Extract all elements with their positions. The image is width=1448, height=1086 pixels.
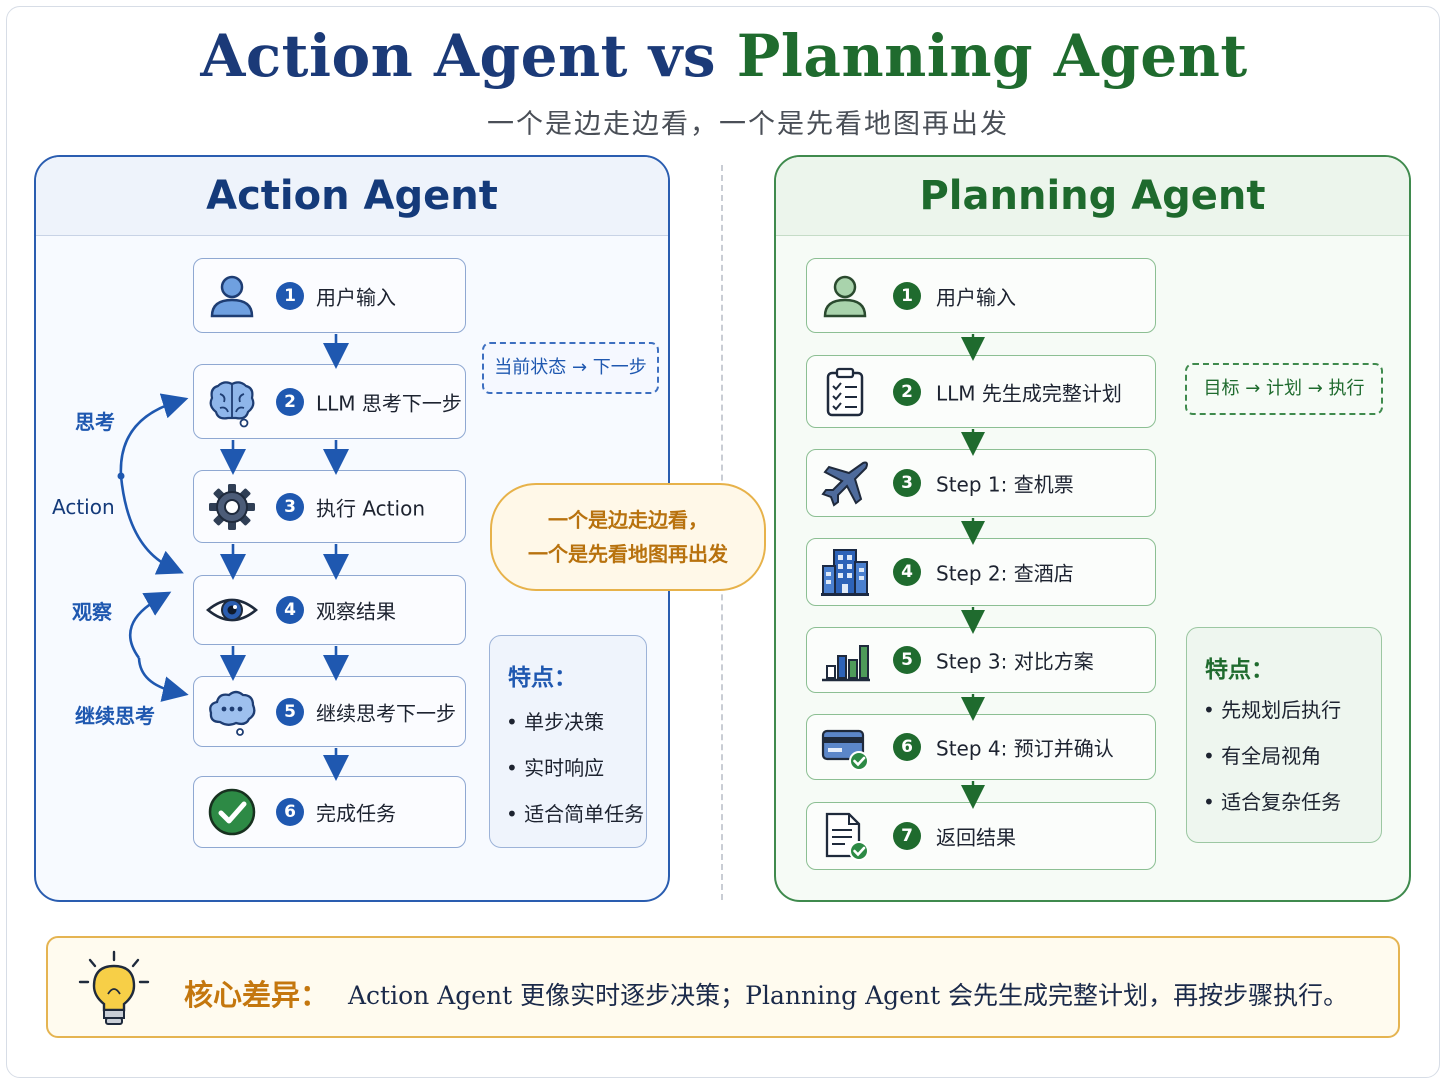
step-number: 3 <box>276 492 304 521</box>
step-number: 5 <box>893 646 921 674</box>
feature-item: • 实时响应 <box>506 756 605 780</box>
planning-step-2: 2 LLM 先生成完整计划 <box>806 355 1156 428</box>
feature-item: • 单步决策 <box>506 710 605 734</box>
action-panel-header: Action Agent <box>36 157 668 236</box>
planning-goal-tag: 目标 → 计划 → 执行 <box>1185 363 1383 415</box>
planning-features-box: 特点： • 先规划后执行 • 有全局视角 • 适合复杂任务 <box>1186 627 1382 843</box>
loop-label-think: 思考 <box>75 410 115 434</box>
step-label: Step 2: 查酒店 <box>936 561 1074 586</box>
lightbulb-icon <box>78 950 150 1025</box>
credit-card-check-icon <box>821 729 869 771</box>
action-step-3: 3 执行 Action <box>193 470 466 543</box>
core-difference-text: Action Agent 更像实时逐步决策；Planning Agent 会先生… <box>348 981 1349 1010</box>
step-label: LLM 思考下一步 <box>316 391 462 415</box>
step-label: 执行 Action <box>316 496 425 520</box>
title-action: Action Agent <box>200 22 628 90</box>
core-difference-heading: 核心差异： <box>184 978 330 1012</box>
step-label: 继续思考下一步 <box>316 701 456 725</box>
title-vs: vs <box>648 22 717 90</box>
action-step-6: 6 完成任务 <box>193 776 466 848</box>
step-number: 1 <box>893 281 921 310</box>
feature-item: • 有全局视角 <box>1203 744 1322 768</box>
bar-chart-icon <box>822 645 870 682</box>
feature-item: • 适合简单任务 <box>506 802 645 826</box>
step-number: 6 <box>893 733 921 761</box>
core-difference-box: 核心差异： Action Agent 更像实时逐步决策；Planning Age… <box>46 936 1400 1038</box>
user-icon <box>210 275 254 317</box>
planning-step-5: 5 Step 3: 对比方案 <box>806 627 1156 693</box>
center-note-line1: 一个是边走边看， <box>548 508 708 532</box>
step-label: 观察结果 <box>316 599 396 624</box>
step-number: 2 <box>893 377 921 406</box>
planning-panel-title: Planning Agent <box>919 173 1266 219</box>
step-number: 4 <box>893 558 921 586</box>
loop-junction-dot <box>117 472 125 480</box>
step-number: 3 <box>893 469 921 497</box>
action-down-arrows <box>220 334 349 781</box>
action-features-box: 特点： • 单步决策 • 实时响应 • 适合简单任务 <box>489 635 647 848</box>
step-number: 7 <box>893 822 921 850</box>
brain-icon <box>209 380 255 427</box>
step-label: 用户输入 <box>936 285 1016 309</box>
document-check-icon <box>825 812 869 861</box>
step-label: 用户输入 <box>316 285 396 309</box>
step-label: 完成任务 <box>316 801 396 826</box>
action-panel-title: Action Agent <box>206 173 498 219</box>
action-step-4: 4 观察结果 <box>193 575 466 645</box>
action-loop-arrows <box>119 393 189 702</box>
action-step-1: 1 用户输入 <box>193 258 466 333</box>
center-note-line2: 一个是先看地图再出发 <box>528 542 728 566</box>
planning-panel-header: Planning Agent <box>776 157 1409 236</box>
step-label: 返回结果 <box>936 825 1016 850</box>
step-label: Step 3: 对比方案 <box>936 649 1094 674</box>
gear-icon <box>209 483 255 530</box>
feature-item: • 先规划后执行 <box>1203 698 1342 722</box>
step-number: 6 <box>276 798 304 826</box>
airplane-icon <box>821 461 868 507</box>
page-title: Action Agent vs Planning Agent <box>0 22 1448 90</box>
loop-label-action: Action <box>52 495 115 519</box>
user-icon <box>823 275 867 317</box>
clipboard-checklist-icon <box>826 367 864 416</box>
hotel-building-icon <box>821 549 869 596</box>
features-heading: 特点： <box>508 665 577 691</box>
feature-item: • 适合复杂任务 <box>1203 790 1342 814</box>
page-subtitle: 一个是边走边看，一个是先看地图再出发 <box>487 109 1009 140</box>
step-number: 1 <box>276 281 304 310</box>
check-circle-icon <box>208 788 256 836</box>
planning-step-1: 1 用户输入 <box>806 258 1156 333</box>
center-note-bubble: 一个是边走边看， 一个是先看地图再出发 <box>490 483 766 591</box>
step-label: Step 1: 查机票 <box>936 472 1074 497</box>
step-number: 5 <box>276 697 304 726</box>
planning-step-6: 6 Step 4: 预订并确认 <box>806 714 1156 780</box>
step-label: LLM 先生成完整计划 <box>936 381 1122 405</box>
step-number: 2 <box>276 387 304 416</box>
title-planning: Planning Agent <box>736 22 1248 90</box>
step-number: 4 <box>276 596 304 624</box>
action-state-tag: 当前状态 → 下一步 <box>482 342 659 394</box>
thought-bubble-icon <box>209 690 256 736</box>
eye-icon <box>206 598 258 622</box>
features-heading: 特点： <box>1205 657 1274 683</box>
step-label: Step 4: 预订并确认 <box>936 736 1114 761</box>
planning-step-4: 4 Step 2: 查酒店 <box>806 538 1156 606</box>
loop-label-continue: 继续思考 <box>75 704 155 728</box>
loop-label-observe: 观察 <box>72 600 112 624</box>
planning-step-7: 7 返回结果 <box>806 802 1156 870</box>
